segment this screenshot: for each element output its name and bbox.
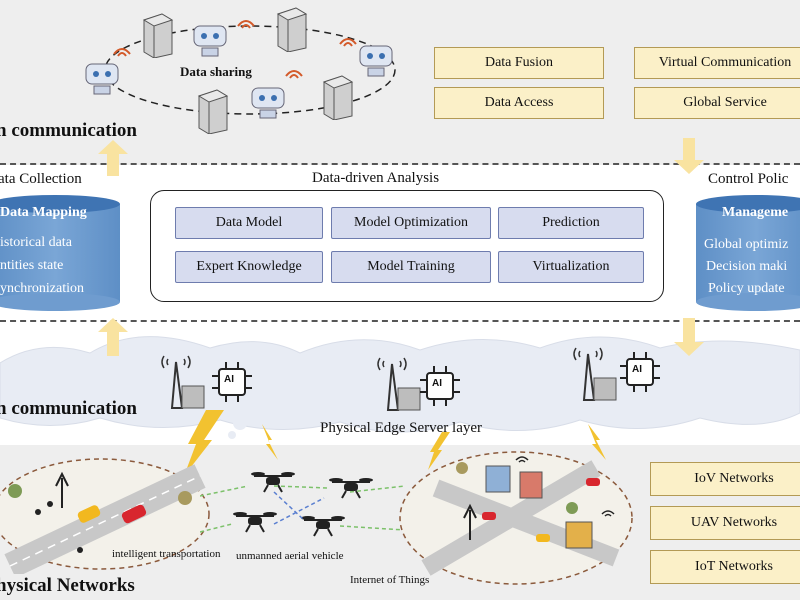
ai-chip-icon [212,362,252,402]
virtualization-box: Virtualization [498,251,644,283]
lightning-icon [588,424,606,460]
cell-tower-icon [573,347,617,401]
server-icon [142,13,174,58]
drone-icon [301,516,345,537]
data-collection-title: ata Collection [0,171,82,187]
uav-networks-box: UAV Networks [650,506,800,540]
store-item: Decision maki [706,259,788,274]
up-arrow-icon [98,140,128,176]
prediction-box: Prediction [498,207,644,239]
cell-tower-icon [161,355,205,409]
ai-chip-label: AI [632,364,642,375]
iov-networks-box: IoV Networks [650,462,800,496]
down-arrow-icon [674,138,704,174]
management-title: Manageme [722,205,789,220]
wifi-signal-icon [339,38,357,47]
ai-chip-icon [620,352,660,392]
control-policy-title: Control Polic [708,171,789,187]
server-icon [322,75,354,120]
wifi-signal-icon [113,48,131,57]
server-icon [276,7,308,52]
edge-layer-title: n communication [0,398,137,419]
store-item: Global optimiz [704,237,789,252]
robot-icon [359,45,393,77]
lightning-icon [262,424,278,460]
server-icon [197,89,229,134]
store-item: ntities state [0,258,64,273]
store-item: Policy update [708,281,785,296]
data-fusion-box: Data Fusion [434,47,604,79]
wifi-signal-icon [285,70,303,79]
robot-icon [85,63,119,95]
iot-caption: Internet of Things [350,574,430,586]
model-training-box: Model Training [331,251,491,283]
iot-city-scene [399,451,633,585]
store-item: ynchronization [0,281,84,296]
up-arrow-icon [98,318,128,356]
ai-chip-icon [420,366,460,406]
global-service-box: Global Service [634,87,800,119]
data-sharing-label: Data sharing [180,64,252,79]
drone-icon [233,512,277,533]
edge-server-label: Physical Edge Server layer [320,420,483,436]
transport-caption: intelligent transportation [112,548,221,560]
model-optimization-box: Model Optimization [331,207,491,239]
cell-tower-icon [377,357,421,411]
digital-twin-band [0,0,800,165]
separator-bottom [0,320,800,322]
expert-knowledge-box: Expert Knowledge [175,251,323,283]
ai-chip-label: AI [224,374,234,385]
virtual-communication-box: Virtual Communication [634,47,800,79]
robot-icon [251,87,285,119]
intelligent-transportation-scene [0,458,210,574]
lightning-icon [428,432,450,470]
wifi-signal-icon [237,20,255,29]
data-driven-analysis-title: Data-driven Analysis [312,170,440,186]
top-layer-title: n communication [0,120,137,141]
management-cylinder [696,195,800,311]
data-mapping-cylinder [0,195,120,311]
down-arrow-icon [674,318,704,356]
physical-layer-title: hysical Networks [0,575,135,596]
separator-top [0,163,800,165]
uav-caption: unmanned aerial vehicle [236,550,344,562]
data-mapping-title: Data Mapping [0,205,87,220]
ai-chip-label: AI [432,378,442,389]
iot-networks-box: IoT Networks [650,550,800,584]
drone-icon [251,472,295,493]
drone-icon [329,478,373,499]
data-model-box: Data Model [175,207,323,239]
lightning-icon [184,410,224,476]
communication-links [200,485,406,533]
data-access-box: Data Access [434,87,604,119]
store-item: istorical data [0,235,72,250]
robot-icon [193,25,227,57]
